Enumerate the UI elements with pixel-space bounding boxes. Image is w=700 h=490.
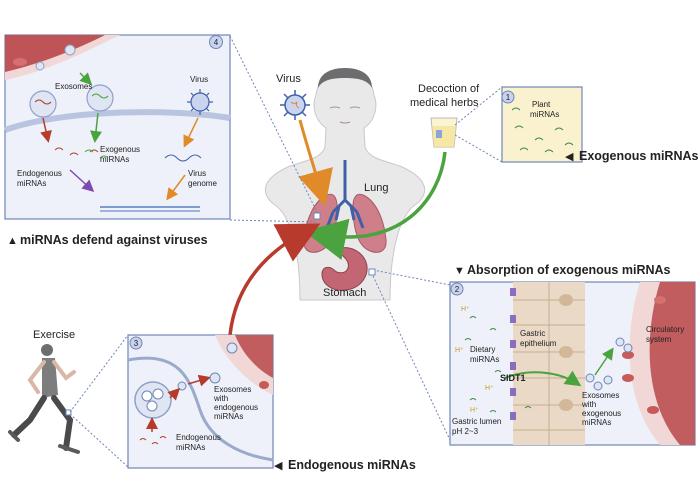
panel2-dietary-label-2: miRNAs xyxy=(470,355,499,364)
panel2-header: Absorption of exogenous miRNAs xyxy=(467,263,671,277)
h-plus-1: H⁺ xyxy=(461,306,470,313)
panel1-caption: Exogenous miRNAs xyxy=(579,149,699,163)
panel4-caption-marker: ▲ xyxy=(7,235,18,247)
panel4-number-badge: 4 xyxy=(214,38,219,47)
lung-label: Lung xyxy=(364,182,388,194)
exercise-label: Exercise xyxy=(33,329,75,341)
panel3-exosomes-label-3: endogenous xyxy=(214,403,258,412)
panel3-number-badge: 3 xyxy=(134,339,139,348)
panel3-exosomes-label-2: with xyxy=(213,394,228,403)
panel2-gastric-epithelium-label-1: Gastric xyxy=(520,329,545,338)
panel2-circulatory-label-2: system xyxy=(646,335,672,344)
panel1-caption-marker: ◀ xyxy=(565,151,574,163)
panel2-exosomes-label-3: exogenous xyxy=(582,409,621,418)
panel3-caption-marker: ◀ xyxy=(274,460,283,472)
panel4-caption: miRNAs defend against viruses xyxy=(20,233,208,247)
panel4-exogenous-label-1: Exogenous xyxy=(100,145,140,154)
decoction-label-line1: Decoction of xyxy=(418,83,480,95)
herb-decoction-glass-icon xyxy=(430,117,458,148)
panel2-header-marker: ▼ xyxy=(454,265,465,277)
panel1-plant-label-2: miRNAs xyxy=(530,110,559,119)
exercise-to-lung-arrow xyxy=(228,223,321,336)
h-plus-2: H⁺ xyxy=(455,347,464,354)
panel2-gastric-lumen-label-1: Gastric lumen xyxy=(452,417,501,426)
zoom-connectors xyxy=(69,35,503,468)
runner-figure xyxy=(8,344,80,454)
panel2-gastric-epithelium-label-2: epithelium xyxy=(520,339,557,348)
panel2-sidt1-label: SIDT1 xyxy=(500,373,526,383)
herb-to-lung-arrow xyxy=(304,151,447,260)
panel1-plant-label-1: Plant xyxy=(532,100,551,109)
panel2-gastric-lumen-label-2: pH 2~3 xyxy=(452,427,479,436)
panel1-number-badge: 1 xyxy=(506,93,511,102)
panel-4-virus-defense: 4 Exosomes Virus Exogenous miRNAs Endoge… xyxy=(3,34,231,220)
decoction-label-line2: medical herbs xyxy=(410,97,479,109)
panel2-circulatory-label-1: Circulatory xyxy=(646,325,684,334)
panel4-endogenous-label-2: miRNAs xyxy=(17,179,46,188)
panel-3-endogenous: 3 Exosomes with endogenous miRNAs Endoge… xyxy=(127,334,274,469)
stomach xyxy=(321,247,368,291)
virus-to-lung-arrow xyxy=(298,119,333,207)
panel3-endogenous-label-2: miRNAs xyxy=(176,443,205,452)
panel4-virus-icon xyxy=(187,89,213,115)
panel-1-plant-mirnas: 1 Plant miRNAs xyxy=(501,86,583,163)
panel2-exosomes-label-2: with xyxy=(581,400,596,409)
panel3-caption: Endogenous miRNAs xyxy=(288,458,416,472)
h-plus-4: H⁺ xyxy=(470,407,479,414)
panel4-exosomes-label: Exosomes xyxy=(55,82,92,91)
panel4-virus-label: Virus xyxy=(190,75,208,84)
center-virus-label: Virus xyxy=(276,73,301,85)
panel3-endogenous-label-1: Endogenous xyxy=(176,433,221,442)
panel4-endogenous-label-1: Endogenous xyxy=(17,169,62,178)
panel3-exosomes-label-1: Exosomes xyxy=(214,385,251,394)
panel2-dietary-label-1: Dietary xyxy=(470,345,495,354)
stomach-label: Stomach xyxy=(323,287,366,299)
h-plus-3: H⁺ xyxy=(485,385,494,392)
panel4-virus-genome-label-1: Virus xyxy=(188,169,206,178)
panel-2-absorption: 2 Gastric epithelium Dietary miRNAs SIDT… xyxy=(449,281,696,446)
panel4-virus-genome-label-2: genome xyxy=(188,179,217,188)
panel2-exosomes-label-4: miRNAs xyxy=(582,418,611,427)
panel2-number-badge: 2 xyxy=(455,285,460,294)
panel4-exogenous-label-2: miRNAs xyxy=(100,155,129,164)
panel2-exosomes-label-1: Exosomes xyxy=(582,391,619,400)
virus-icon xyxy=(280,90,310,120)
panel3-exosomes-label-4: miRNAs xyxy=(214,412,243,421)
